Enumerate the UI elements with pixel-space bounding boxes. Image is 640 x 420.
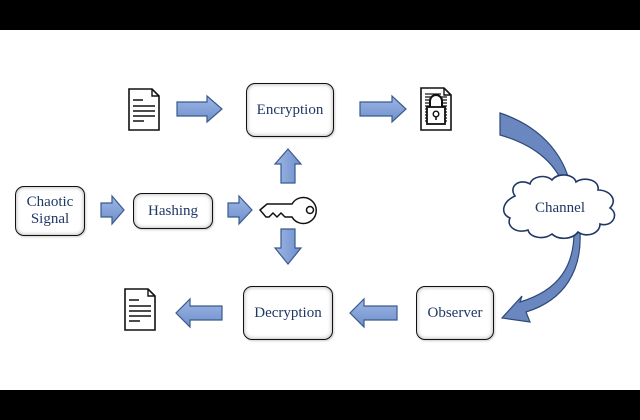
- key-icon: [258, 196, 317, 225]
- document-icon-bottom: [124, 288, 156, 331]
- chaotic-signal-node: Chaotic Signal: [15, 186, 85, 236]
- document-icon-top: [128, 88, 160, 131]
- encryption-label: Encryption: [256, 101, 324, 118]
- arrow-observer-to-decryption: [349, 297, 398, 329]
- chaotic-signal-label-line2: Signal: [30, 211, 70, 227]
- chaotic-signal-label-line1: Chaotic: [26, 194, 74, 210]
- arrow-key-to-decryption: [273, 228, 303, 265]
- arrow-decryption-to-doc: [175, 297, 223, 329]
- letterbox-top: [0, 0, 640, 30]
- encryption-node: Encryption: [246, 83, 334, 137]
- locked-document-icon: [420, 87, 452, 131]
- observer-label: Observer: [427, 304, 483, 321]
- letterbox-bottom: [0, 390, 640, 420]
- channel-cloud-shape: [502, 174, 616, 240]
- curved-arrow-to-observer: [500, 231, 581, 323]
- decryption-node: Decryption: [243, 286, 333, 340]
- arrow-chaotic-to-hashing: [100, 194, 125, 226]
- hashing-label: Hashing: [148, 202, 198, 219]
- arrow-doc-to-encryption: [176, 94, 223, 124]
- arrow-hashing-to-key: [227, 194, 253, 226]
- arrow-encryption-to-locked-doc: [359, 94, 407, 124]
- arrow-key-to-encryption: [273, 148, 303, 184]
- decryption-label: Decryption: [254, 304, 322, 321]
- observer-node: Observer: [416, 286, 494, 340]
- hashing-node: Hashing: [133, 193, 213, 229]
- channel-label: Channel: [535, 200, 585, 216]
